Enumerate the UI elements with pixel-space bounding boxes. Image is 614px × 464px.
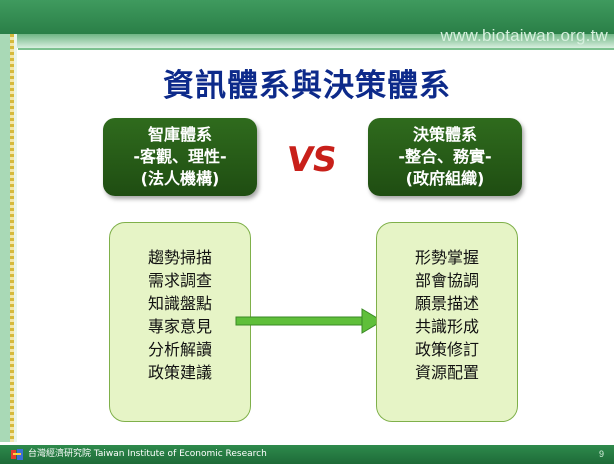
list-item: 政策建議	[147, 363, 212, 382]
slide-title: 資訊體系與決策體系	[163, 68, 451, 104]
think-tank-note: (法人機構)	[140, 169, 220, 188]
decision-title: 決策體系	[412, 125, 477, 144]
list-item: 專家意見	[147, 317, 212, 336]
think-tank-subtitle: -客觀、理性-	[133, 147, 227, 166]
right-arrow-icon	[235, 308, 383, 334]
list-item: 部會協調	[414, 271, 479, 290]
list-item: 共識形成	[414, 317, 479, 336]
left-decor-pattern	[10, 34, 14, 442]
list-item: 需求調查	[147, 271, 212, 290]
institute-name: 台灣經濟研究院 Taiwan Institute of Economic Res…	[28, 449, 267, 459]
left-decor-stripe	[0, 34, 10, 442]
list-item: 願景描述	[414, 294, 479, 313]
decision-box: 決策體系 -整合、務實- (政府組織)	[368, 118, 522, 196]
think-tank-title: 智庫體系	[147, 125, 212, 144]
header-gradient	[0, 34, 614, 48]
list-item: 趨勢掃描	[147, 248, 212, 267]
header-rule	[18, 48, 614, 50]
vs-label: VS	[284, 140, 339, 180]
list-item: 分析解讀	[147, 340, 212, 359]
decision-subtitle: -整合、務實-	[398, 147, 492, 166]
header-band	[0, 0, 614, 34]
footer-band	[0, 445, 614, 464]
page-number: 9	[598, 449, 604, 459]
decision-note: (政府組織)	[405, 169, 485, 188]
info-function-list: 趨勢掃描 需求調查 知識盤點 專家意見 分析解讀 政策建議	[109, 222, 251, 422]
left-decor-edge	[14, 34, 17, 442]
decision-function-list: 形勢掌握 部會協調 願景描述 共識形成 政策修訂 資源配置	[376, 222, 518, 422]
list-item: 形勢掌握	[414, 248, 479, 267]
list-item: 資源配置	[414, 363, 479, 382]
institute-logo-icon	[11, 449, 23, 460]
website-url: www.biotaiwan.org.tw	[440, 26, 608, 45]
list-item: 知識盤點	[147, 294, 212, 313]
think-tank-box: 智庫體系 -客觀、理性- (法人機構)	[103, 118, 257, 196]
list-item: 政策修訂	[414, 340, 479, 359]
